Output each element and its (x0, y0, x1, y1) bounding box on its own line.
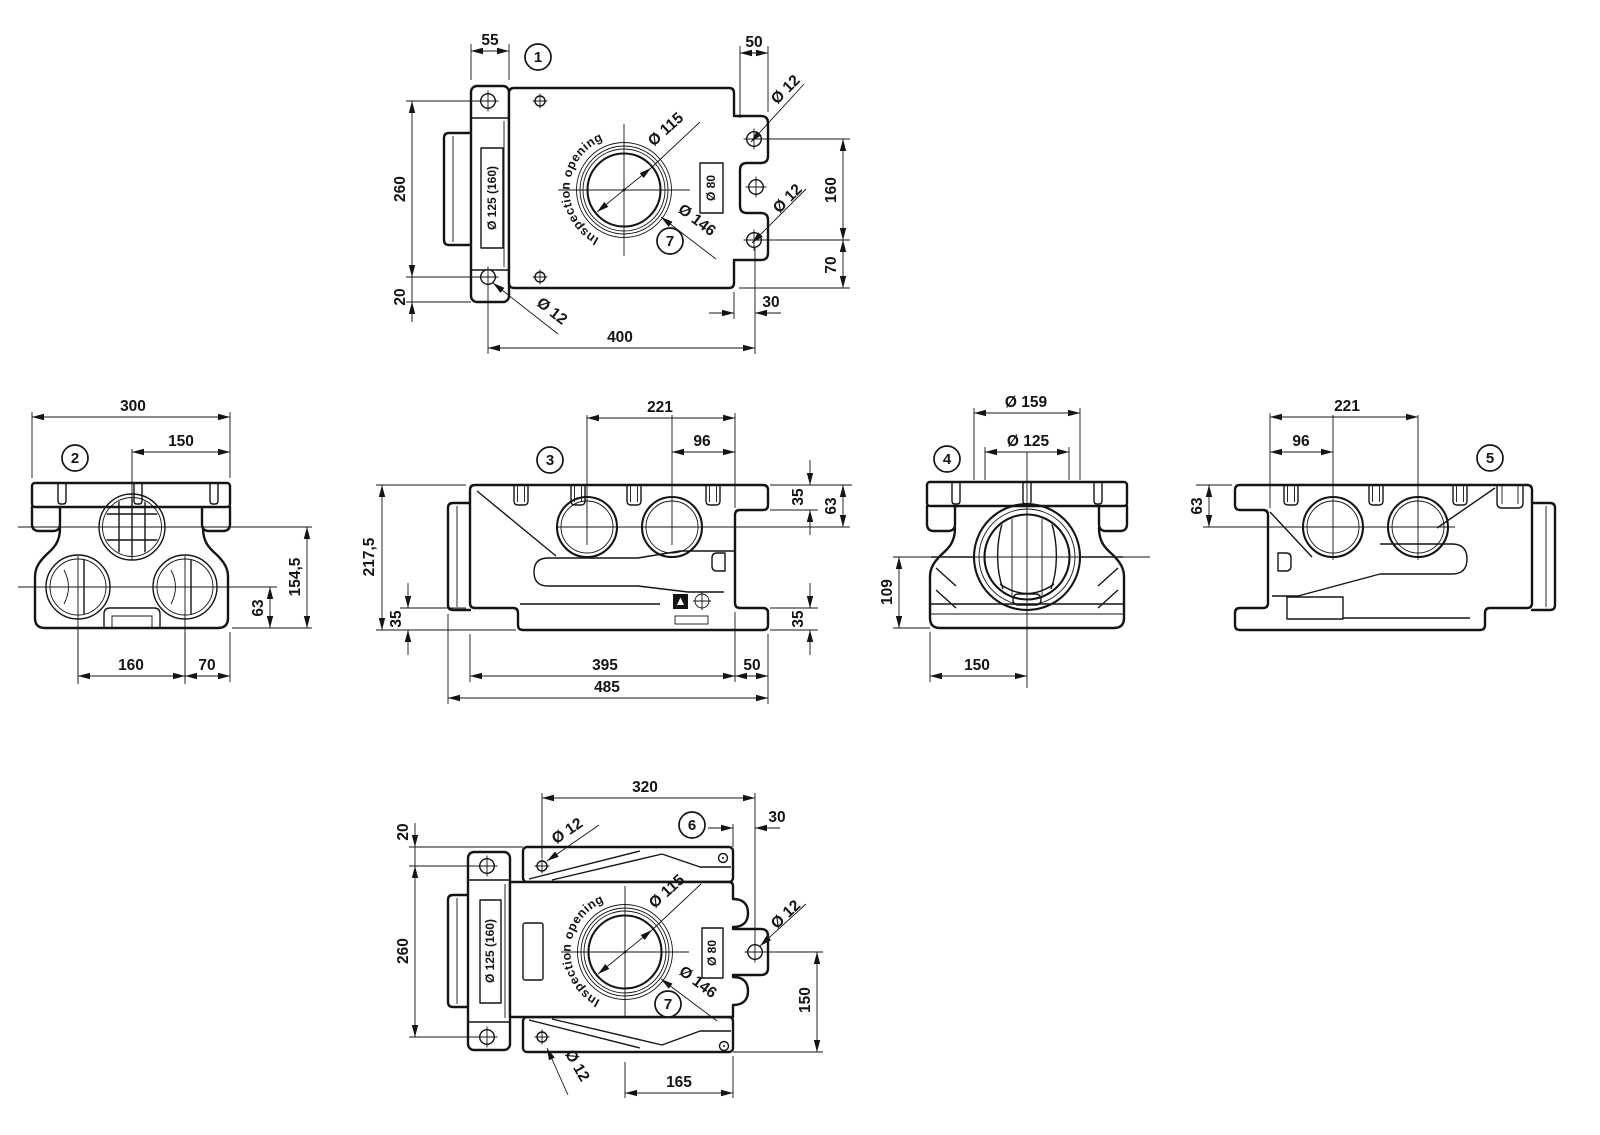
detail-balloon-7 (656, 227, 684, 255)
port-label-box (699, 162, 724, 214)
view-balloon-5 (1476, 444, 1504, 472)
dim-55: 55 (481, 32, 499, 49)
detail-balloon-7 (654, 990, 682, 1018)
view-number-4: 4 (943, 451, 952, 468)
duct-label-box (479, 899, 502, 1004)
dimensions: 221 96 217,5 35 35 63 35 395 50 485 (361, 399, 852, 704)
view-number-3: 3 (546, 452, 554, 469)
dim-165: 165 (666, 1074, 692, 1091)
dim-70: 70 (198, 657, 215, 674)
dim-150: 150 (964, 657, 990, 674)
dimensions: 300 150 154,5 63 160 70 (31, 398, 312, 682)
detail-number-7: 7 (664, 996, 672, 1013)
view-4-end: Ø 159 Ø 125 109 150 4 (879, 394, 1150, 688)
dim-20: 20 (395, 823, 412, 840)
duct-diameter-label: Ø 125 (160) (485, 166, 499, 230)
view-balloon-6 (678, 811, 706, 839)
centerlines (893, 452, 1150, 688)
dim-260: 260 (395, 938, 412, 964)
dim-260: 260 (392, 176, 409, 202)
view-balloon-3 (536, 446, 564, 474)
markings (673, 592, 711, 625)
screws (475, 852, 767, 1052)
port-circles (45, 493, 218, 620)
dia-12-callout: Ø 12 (770, 181, 806, 217)
dia-12-callout: Ø 12 (768, 897, 804, 932)
view-2-end: 300 150 154,5 63 160 70 2 (18, 398, 312, 684)
type-plate (674, 615, 709, 625)
centerlines (558, 415, 850, 545)
inspection-opening (561, 886, 689, 1018)
dimensions: 55 50 Ø 12 Ø 12 160 70 260 20 Ø 12 30 40… (392, 32, 850, 354)
dim-70: 70 (823, 256, 840, 273)
dim-20: 20 (392, 288, 409, 305)
dim-160: 160 (823, 177, 840, 203)
centerlines (1203, 415, 1455, 560)
dim-395: 395 (592, 657, 618, 674)
dim-160: 160 (118, 657, 144, 674)
part-outline (1233, 483, 1557, 632)
dim-320: 320 (632, 779, 658, 796)
view-number-5: 5 (1486, 450, 1494, 467)
part-outline (446, 483, 770, 632)
duct-diameter-label: Ø 125 (160) (483, 919, 497, 983)
dim-485: 485 (594, 679, 620, 696)
dim-150: 150 (797, 987, 814, 1013)
dim-50: 50 (743, 657, 760, 674)
view-5-side: 221 96 63 5 (1189, 398, 1557, 632)
dim-300: 300 (120, 398, 146, 415)
dim-96: 96 (693, 433, 711, 450)
dim-109: 109 (879, 579, 896, 605)
port-label-box (701, 927, 724, 979)
dia-159: Ø 159 (1005, 394, 1048, 411)
type-plate (1286, 596, 1344, 620)
dimensions: 221 96 63 (1189, 398, 1418, 527)
view-number-1: 1 (534, 49, 542, 66)
dim-63: 63 (1189, 497, 1206, 515)
view-3-side: 221 96 217,5 35 35 63 35 395 50 485 3 (361, 399, 852, 704)
dim-30: 30 (768, 809, 785, 826)
port-diameter-label: Ø 80 (704, 175, 718, 201)
dia-125: Ø 125 (1007, 433, 1050, 450)
dim-400: 400 (607, 329, 633, 346)
dim-35: 35 (388, 610, 405, 628)
view-number-6: 6 (688, 817, 696, 834)
dim-63: 63 (250, 599, 267, 617)
dim-221: 221 (1334, 398, 1360, 415)
dia-12-callout: Ø 12 (533, 294, 570, 328)
dim-154-5: 154,5 (287, 557, 304, 596)
duct-label-box (480, 147, 504, 249)
dim-50: 50 (745, 34, 762, 51)
dia-12-callout: Ø 12 (549, 815, 586, 848)
dim-96: 96 (1292, 433, 1310, 450)
detail-number-7: 7 (666, 233, 674, 250)
part-outline (446, 845, 770, 1054)
dimensions: Ø 159 Ø 125 109 150 (879, 394, 1081, 682)
dim-217-5: 217,5 (361, 537, 378, 576)
dim-63: 63 (823, 497, 840, 515)
view-6-bottom: Ø 125 (160) Ø 80 Inspection opening 320 … (395, 779, 823, 1098)
part-outline (30, 481, 232, 630)
dim-35: 35 (790, 610, 807, 628)
view-1-plan: Ø 125 (160) Ø 80 Inspection opening 55 5… (392, 32, 850, 354)
view-balloon-1 (524, 43, 552, 71)
view-balloon-2 (61, 444, 89, 472)
dim-221: 221 (647, 399, 673, 416)
dim-35: 35 (790, 488, 807, 506)
centerlines (18, 449, 312, 684)
dim-30: 30 (762, 294, 779, 311)
view-number-2: 2 (71, 450, 79, 467)
dim-150: 150 (168, 433, 194, 450)
view-balloon-4 (933, 445, 961, 473)
port-diameter-label: Ø 80 (705, 940, 719, 966)
